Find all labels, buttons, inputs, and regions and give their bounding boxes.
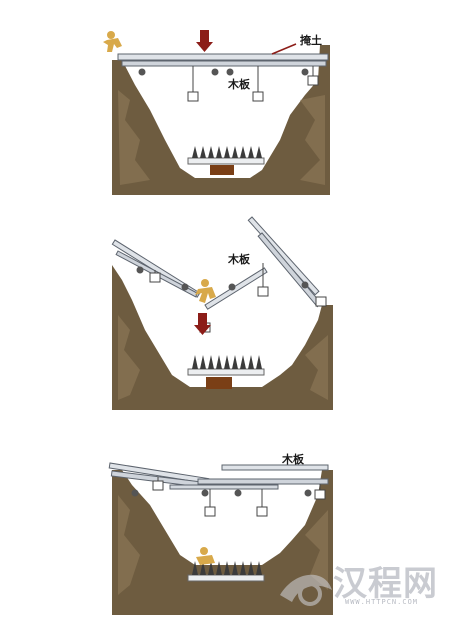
down-arrow-icon — [196, 30, 213, 52]
hinge — [301, 68, 309, 76]
pit-soil — [112, 45, 330, 195]
counterweight-icon — [256, 506, 268, 517]
hinge — [211, 68, 219, 76]
plank-right-swung — [247, 216, 320, 296]
person-icon — [195, 279, 216, 303]
panel-2-diagram — [111, 216, 333, 410]
plank-under — [121, 60, 327, 67]
counterweight-icon — [315, 296, 327, 307]
label-plank-1: 木板 — [228, 78, 250, 91]
counterweight-icon — [307, 75, 319, 86]
counterweight-icon — [314, 489, 326, 500]
watermark-url: WWW.HTTPCN.COM — [345, 598, 419, 606]
counterweight-icon — [252, 91, 264, 102]
spike-bed-icon — [187, 355, 265, 389]
person-icon — [103, 31, 122, 52]
plank-right-top — [221, 464, 329, 471]
hinge — [304, 489, 312, 497]
plank-top — [117, 53, 329, 61]
down-arrow-icon — [194, 313, 211, 335]
counterweight-icon — [149, 272, 161, 283]
counterweight-icon — [204, 506, 216, 517]
spike-bed-icon — [187, 561, 265, 582]
counterweight-icon — [257, 286, 269, 297]
hinge — [234, 489, 242, 497]
hinge — [228, 283, 236, 291]
pit-soil — [112, 265, 333, 410]
panel-2-trap-triggered: 木板 — [0, 205, 459, 415]
soil-texture — [118, 90, 325, 185]
cover-soil-pointer — [271, 43, 297, 55]
person-icon — [196, 547, 215, 565]
plank-mid — [169, 484, 279, 490]
panel-3-diagram — [108, 462, 333, 615]
plank-right-under — [197, 478, 329, 485]
hinge — [136, 266, 144, 274]
hinge — [181, 283, 189, 291]
counterweight-icon — [187, 91, 199, 102]
hinge — [301, 281, 309, 289]
watermark-text: 汉程网 — [333, 564, 438, 604]
panel-1-trap-set: 掩土 木板 — [0, 0, 459, 205]
hinge — [131, 489, 139, 497]
pit-soil — [112, 470, 333, 615]
watermark-logo — [280, 574, 332, 606]
hinge — [226, 68, 234, 76]
spike-bed-icon — [187, 146, 265, 175]
hinge — [138, 68, 146, 76]
panel-3-trap-reset: 木板 — [0, 415, 459, 624]
counterweight-icon — [152, 480, 164, 491]
label-plank-2: 木板 — [228, 253, 250, 266]
panel-1-diagram — [103, 30, 330, 195]
label-cover-soil: 掩土 — [300, 34, 322, 47]
hinge — [201, 489, 209, 497]
label-plank-3: 木板 — [282, 453, 304, 466]
